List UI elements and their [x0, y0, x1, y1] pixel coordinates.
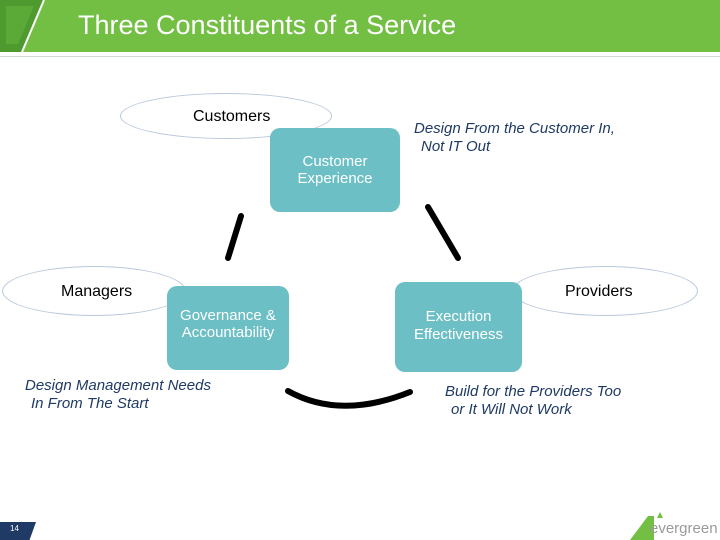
page-title: Three Constituents of a Service [78, 10, 457, 40]
management-note: Design Management Needs In From The Star… [25, 377, 211, 413]
management-note-line-1: Design Management Needs [25, 377, 211, 394]
page-number: 14 [10, 524, 19, 533]
page-number-badge: 14 [0, 522, 36, 540]
customer-experience-box: Customer Experience [270, 128, 400, 212]
leaf-logo-icon [0, 0, 45, 52]
execution-box: Execution Effectiveness [395, 282, 522, 372]
customers-label: Customers [193, 108, 271, 125]
header-bar: Three Constituents of a Service [0, 0, 720, 52]
evergreen-logo-text: evergreen [650, 520, 718, 537]
connector-right [425, 204, 461, 261]
managers-label: Managers [61, 283, 133, 300]
governance-line-2: Accountability [181, 324, 275, 341]
customer-note-line-1: Design From the Customer In, [414, 120, 615, 137]
managers-oval [2, 266, 186, 316]
customer-note-line-2: Not IT Out [421, 138, 491, 155]
evergreen-logo-icon: evergreen [630, 512, 718, 540]
governance-box: Governance & Accountability [167, 286, 289, 370]
customer-experience-line-2: Experience [297, 170, 373, 187]
providers-note: Build for the Providers Too or It Will N… [445, 383, 621, 419]
connector-left [225, 213, 244, 261]
execution-line-2: Effectiveness [414, 326, 503, 343]
connector-bottom [285, 388, 413, 409]
governance-line-1: Governance & [180, 307, 276, 324]
execution-line-1: Execution [425, 308, 492, 325]
providers-note-line-2: or It Will Not Work [451, 401, 572, 418]
header-divider [0, 56, 720, 57]
customer-note: Design From the Customer In, Not IT Out [414, 120, 615, 156]
customer-experience-line-1: Customer [302, 153, 368, 170]
management-note-line-2: In From The Start [31, 395, 149, 412]
providers-note-line-1: Build for the Providers Too [445, 383, 622, 400]
providers-label: Providers [565, 283, 633, 300]
providers-oval [512, 266, 698, 316]
